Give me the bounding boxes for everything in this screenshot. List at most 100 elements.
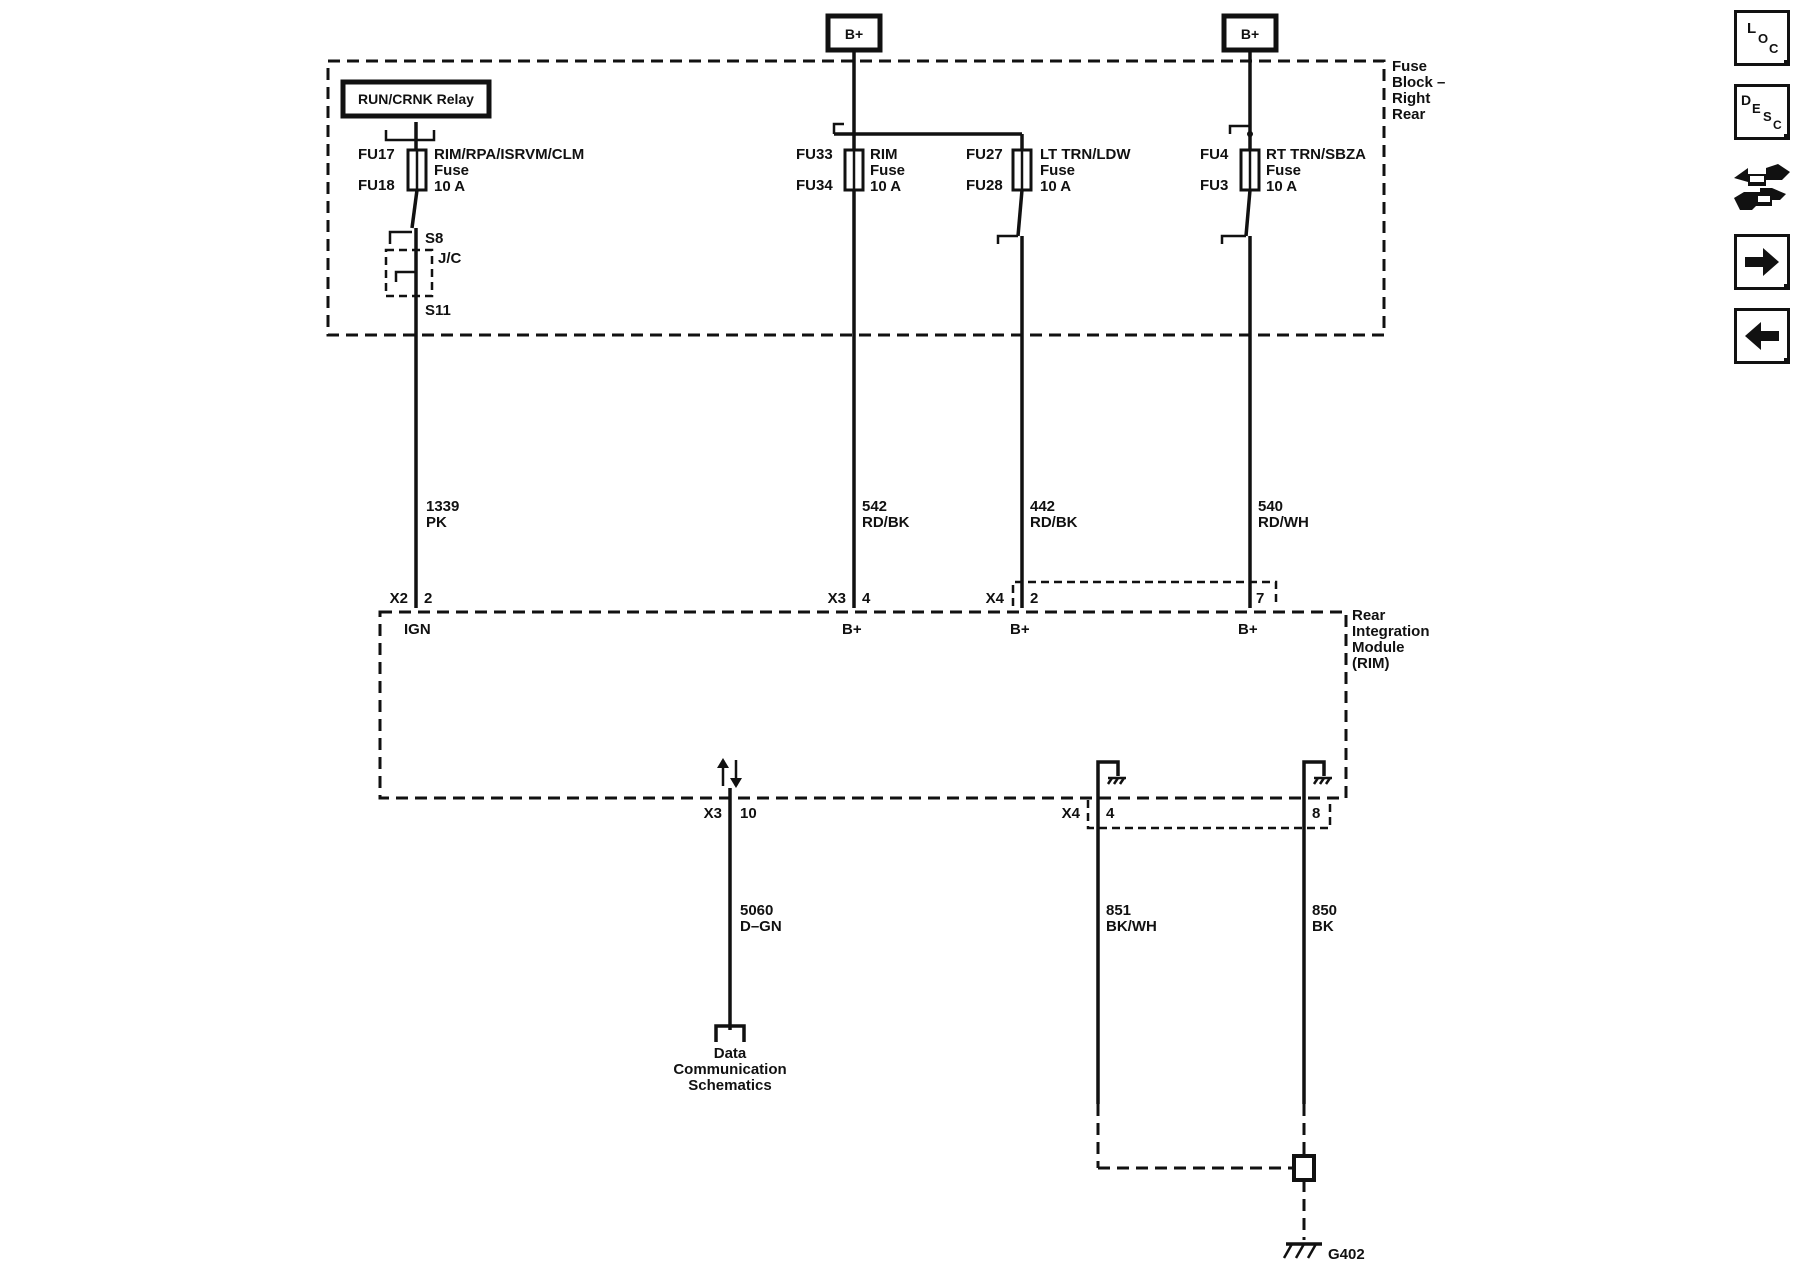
connector-x4-top-outline bbox=[1011, 580, 1278, 606]
bplus-left-label: B+ bbox=[845, 26, 863, 42]
fuse-rim-rpa-type: Fuse bbox=[434, 162, 469, 179]
svg-text:O: O bbox=[1758, 31, 1768, 46]
location-button[interactable]: L O C bbox=[1734, 10, 1790, 66]
circuit-1339 bbox=[384, 122, 436, 608]
splice-s8-label: S8 bbox=[425, 230, 443, 247]
wire-851-color: BK/WH bbox=[1106, 918, 1157, 935]
connector-x4-bottom-outline bbox=[1086, 800, 1332, 830]
rim-module-name: Rear Integration Module (RIM) bbox=[1352, 607, 1430, 672]
circuit-851 bbox=[1096, 798, 1292, 1170]
wire-850-color: BK bbox=[1312, 918, 1334, 935]
internal-ground-icon bbox=[1096, 760, 1126, 798]
module-pins-top: X2 2 IGN X3 4 B+ X4 2 B+ 7 B+ bbox=[390, 590, 1265, 638]
run-crank-relay: RUN/CRNK Relay bbox=[340, 79, 492, 119]
ground-g402-label: G402 bbox=[1328, 1246, 1365, 1263]
fu4-label: FU4 bbox=[1200, 146, 1229, 163]
fuse-lt-name: LT TRN/LDW bbox=[1040, 146, 1131, 163]
location-icon: L O C bbox=[1747, 20, 1779, 56]
serial-data-arrows-icon bbox=[717, 758, 742, 788]
svg-text:Schematics: Schematics bbox=[688, 1077, 771, 1094]
description-button[interactable]: D E S C bbox=[1734, 84, 1790, 140]
svg-text:B+: B+ bbox=[1238, 621, 1258, 638]
bplus-right-label: B+ bbox=[1241, 26, 1259, 42]
connector-end-view-button[interactable] bbox=[1730, 158, 1794, 218]
fuse-rim-rpa-rating: 10 A bbox=[434, 178, 465, 195]
svg-text:Block –: Block – bbox=[1392, 74, 1445, 91]
svg-text:Integration: Integration bbox=[1352, 623, 1430, 640]
svg-text:4: 4 bbox=[1106, 805, 1115, 822]
circuit-442 bbox=[996, 134, 1033, 608]
previous-button[interactable] bbox=[1734, 308, 1790, 364]
rim-module-outline bbox=[378, 610, 1348, 800]
svg-text:Right: Right bbox=[1392, 90, 1430, 107]
module-pins-bottom: X3 10 X4 4 8 bbox=[704, 805, 1321, 822]
arrow-left-icon bbox=[1745, 322, 1779, 350]
wire-850-circuit: 850 bbox=[1312, 902, 1337, 919]
svg-text:Data: Data bbox=[714, 1045, 747, 1062]
data-communication-link[interactable]: Data Communication Schematics bbox=[673, 1045, 786, 1094]
fu33-label: FU33 bbox=[796, 146, 833, 163]
svg-text:E: E bbox=[1752, 101, 1761, 116]
svg-text:Rear: Rear bbox=[1352, 607, 1386, 624]
wire-442-circuit: 442 bbox=[1030, 498, 1055, 515]
wire-542-circuit: 542 bbox=[862, 498, 887, 515]
wire-851-circuit: 851 bbox=[1106, 902, 1131, 919]
fuse-rim-rating: 10 A bbox=[870, 178, 901, 195]
svg-text:C: C bbox=[1773, 118, 1782, 132]
svg-text:8: 8 bbox=[1312, 805, 1320, 822]
circuit-850 bbox=[1292, 798, 1316, 1240]
connector-icon bbox=[1734, 164, 1790, 210]
jc-label: J/C bbox=[438, 250, 462, 267]
circuit-5060 bbox=[714, 788, 746, 1042]
splice-s11-label: S11 bbox=[425, 302, 451, 319]
fuse-rim-type: Fuse bbox=[870, 162, 905, 179]
svg-text:2: 2 bbox=[1030, 590, 1038, 607]
svg-text:B+: B+ bbox=[842, 621, 862, 638]
fuse-rt-name: RT TRN/SBZA bbox=[1266, 146, 1366, 163]
wire-1339-color: PK bbox=[426, 514, 447, 531]
fuse-rim-rpa-name: RIM/RPA/ISRVM/CLM bbox=[434, 146, 584, 163]
svg-text:Fuse: Fuse bbox=[1392, 58, 1427, 75]
svg-text:10: 10 bbox=[740, 805, 757, 822]
fu27-label: FU27 bbox=[966, 146, 1003, 163]
wire-1339-circuit: 1339 bbox=[426, 498, 459, 515]
description-icon: D E S C bbox=[1741, 92, 1782, 132]
svg-text:2: 2 bbox=[424, 590, 432, 607]
wire-542-color: RD/BK bbox=[862, 514, 910, 531]
arrow-right-icon bbox=[1745, 248, 1779, 276]
svg-text:RUN/CRNK Relay: RUN/CRNK Relay bbox=[358, 91, 474, 107]
fuse-lt-type: Fuse bbox=[1040, 162, 1075, 179]
fuse-rt-type: Fuse bbox=[1266, 162, 1301, 179]
fu17-label: FU17 bbox=[358, 146, 395, 163]
svg-text:X4: X4 bbox=[986, 590, 1005, 607]
bplus-supply-left: B+ bbox=[825, 13, 883, 53]
next-button[interactable] bbox=[1734, 234, 1790, 290]
fuse-lt-rating: 10 A bbox=[1040, 178, 1071, 195]
bplus-supply-right: B+ bbox=[1221, 13, 1279, 53]
svg-text:C: C bbox=[1769, 41, 1779, 56]
fu18-label: FU18 bbox=[358, 177, 395, 194]
fu3-label: FU3 bbox=[1200, 177, 1228, 194]
svg-text:IGN: IGN bbox=[404, 621, 431, 638]
fuse-rt-rating: 10 A bbox=[1266, 178, 1297, 195]
svg-text:X4: X4 bbox=[1062, 805, 1081, 822]
wire-5060-color: D–GN bbox=[740, 918, 782, 935]
svg-text:Communication: Communication bbox=[673, 1061, 786, 1078]
fu28-label: FU28 bbox=[966, 177, 1003, 194]
svg-text:S: S bbox=[1763, 109, 1772, 124]
svg-text:7: 7 bbox=[1256, 590, 1264, 607]
wire-442-color: RD/BK bbox=[1030, 514, 1078, 531]
wire-5060-circuit: 5060 bbox=[740, 902, 773, 919]
circuit-542 bbox=[832, 50, 1022, 608]
svg-text:B+: B+ bbox=[1010, 621, 1030, 638]
ground-g402-icon bbox=[1282, 1242, 1322, 1259]
fu34-label: FU34 bbox=[796, 177, 833, 194]
svg-text:D: D bbox=[1741, 92, 1751, 108]
fuse-block-name: Fuse Block – Right Rear bbox=[1392, 58, 1445, 123]
svg-text:Module: Module bbox=[1352, 639, 1405, 656]
svg-text:L: L bbox=[1747, 20, 1756, 37]
wire-540-color: RD/WH bbox=[1258, 514, 1309, 531]
svg-text:X3: X3 bbox=[704, 805, 722, 822]
svg-text:X2: X2 bbox=[390, 590, 408, 607]
